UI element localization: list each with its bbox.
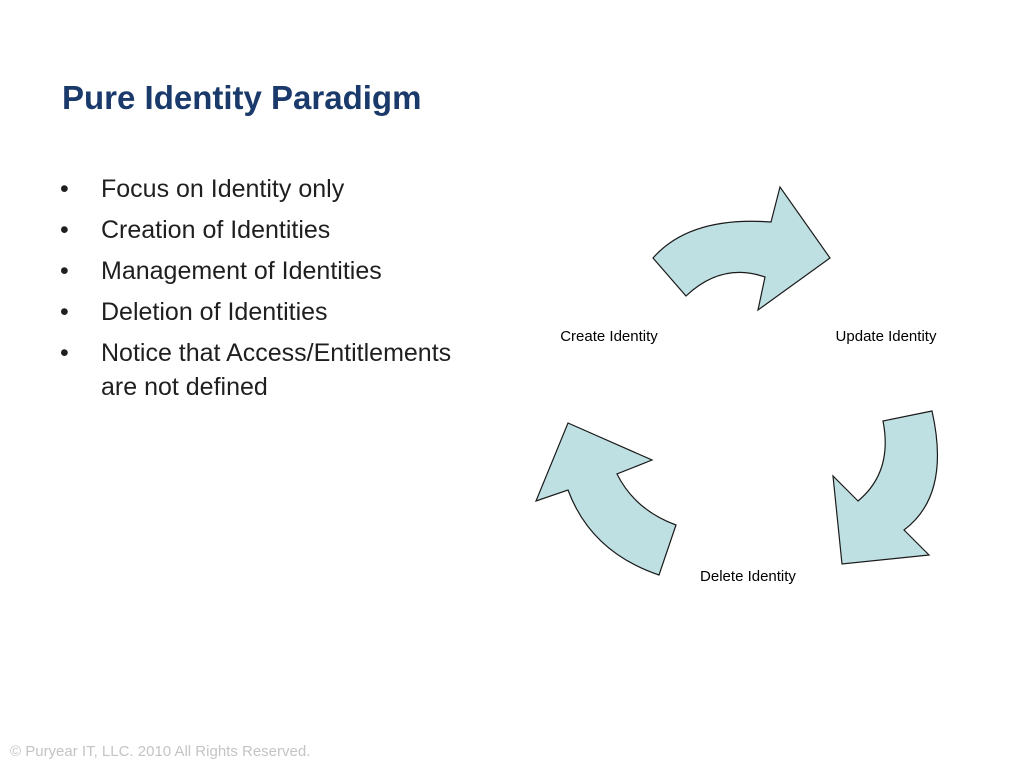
delete-to-create-arrow xyxy=(534,422,677,576)
bullet-text: Deletion of Identities xyxy=(101,298,328,326)
bullet-dot: • xyxy=(60,257,69,285)
delete-identity-label: Delete Identity xyxy=(700,568,796,585)
bullet-item-notice: • Notice that Access/Entitlements are no… xyxy=(58,336,478,404)
copyright-footer: © Puryear IT, LLC. 2010 All Rights Reser… xyxy=(10,743,311,760)
update-identity-label: Update Identity xyxy=(836,328,937,345)
slide-title: Pure Identity Paradigm xyxy=(62,79,422,116)
bullet-item-management: • Management of Identities xyxy=(58,254,478,288)
bullet-item-focus: • Focus on Identity only xyxy=(58,172,478,206)
bullet-item-deletion: • Deletion of Identities xyxy=(58,295,478,329)
bullet-dot: • xyxy=(60,216,69,244)
bullet-text: Creation of Identities xyxy=(101,216,331,244)
bullet-text: Notice that Access/Entitlements are not … xyxy=(101,339,452,401)
bullet-dot: • xyxy=(60,298,69,326)
bullet-list: • Focus on Identity only • Creation of I… xyxy=(58,172,478,411)
bullet-text: Management of Identities xyxy=(101,257,382,285)
bullet-text: Focus on Identity only xyxy=(101,175,345,203)
bullet-dot: • xyxy=(60,175,69,203)
create-identity-label: Create Identity xyxy=(560,328,658,345)
create-to-update-arrow xyxy=(652,185,831,312)
bullet-item-creation: • Creation of Identities xyxy=(58,213,478,247)
update-to-delete-arrow xyxy=(832,410,938,565)
bullet-dot: • xyxy=(60,339,69,367)
